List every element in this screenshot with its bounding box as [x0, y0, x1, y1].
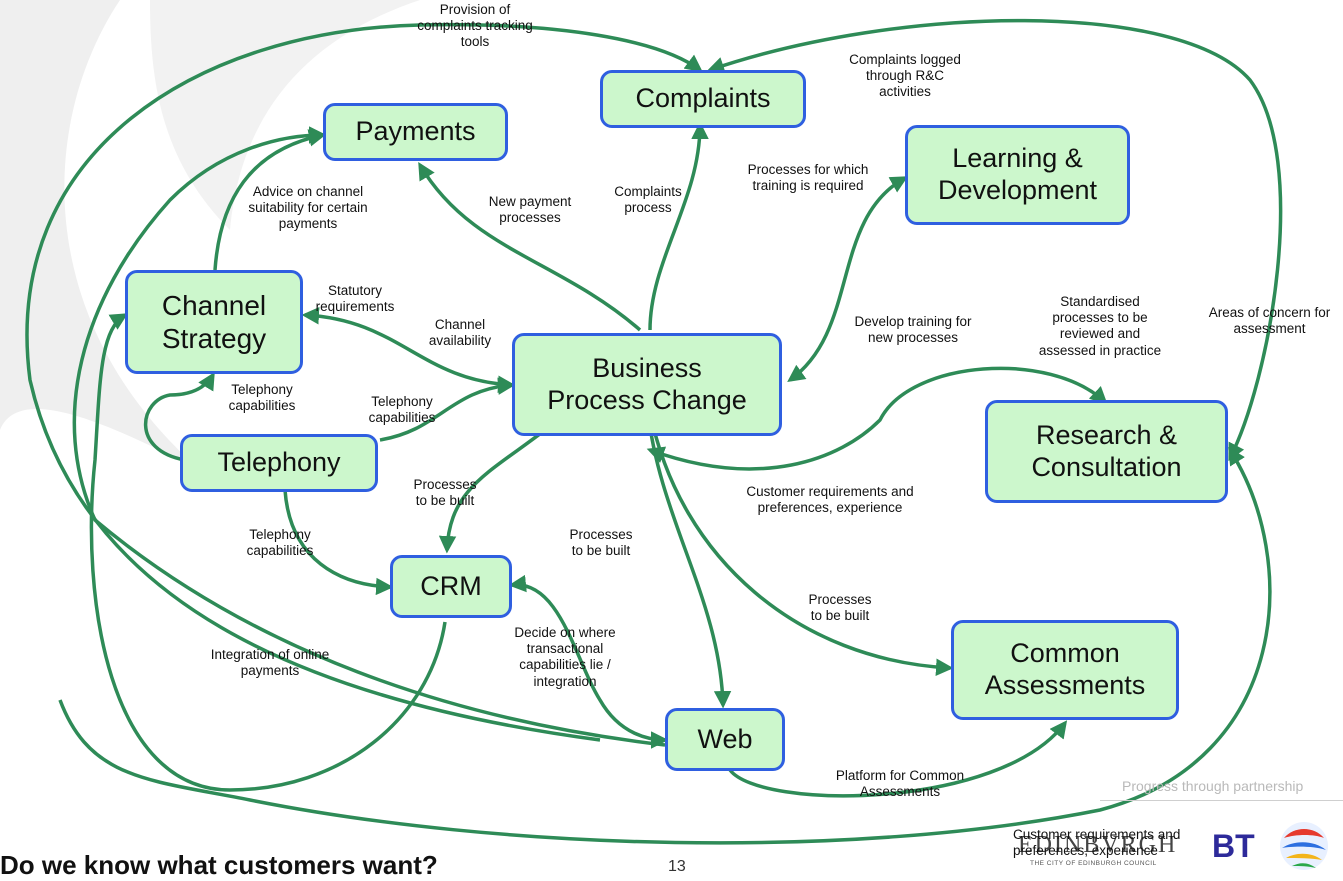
label-platform: Platform for Common Assessments	[835, 768, 965, 800]
node-web[interactable]: Web	[665, 708, 785, 771]
label-provision: Provision of complaints tracking tools	[417, 2, 533, 50]
label-processes-training: Processes for which training is required	[747, 162, 869, 194]
node-business-process-change[interactable]: Business Process Change	[512, 333, 782, 436]
node-common-assessments[interactable]: Common Assessments	[951, 620, 1179, 720]
label-processes-built-3: Processes to be built	[808, 592, 872, 624]
label-channel-availability: Channel availability	[428, 317, 492, 349]
edge-bpc-complaints	[648, 121, 709, 331]
edge-web-common	[728, 720, 1068, 798]
edge-telephony-bpc	[379, 377, 516, 442]
edge-channel-payments	[213, 129, 327, 271]
edge-bpc-learning	[787, 176, 909, 383]
label-new-payment: New payment processes	[488, 194, 572, 226]
node-learning-development[interactable]: Learning & Development	[905, 125, 1130, 225]
label-customer-req-2: Customer requirements and preferences, e…	[1013, 827, 1181, 858]
edge-bpc-payments	[418, 161, 642, 332]
label-integration: Integration of online payments	[210, 647, 330, 679]
node-crm[interactable]: CRM	[390, 555, 512, 618]
label-statutory: Statutory requirements	[315, 283, 395, 315]
label-advice: Advice on channel suitability for certai…	[248, 184, 368, 232]
slide-question: Do we know what customers want?	[0, 850, 438, 880]
edinburgh-logo: EDINBVRGH THE CITY OF EDINBURGH COUNCIL	[1018, 832, 1178, 867]
edge-integration	[72, 126, 666, 747]
node-channel-strategy[interactable]: Channel Strategy	[125, 270, 303, 374]
label-standardised: Standardised processes to be reviewed an…	[1038, 294, 1162, 358]
bt-logo: BT	[1212, 818, 1343, 874]
edge-bpc-web	[640, 408, 732, 709]
label-complaints-logged: Complaints logged through R&C activities	[849, 52, 961, 100]
edge-telephony-channel	[143, 371, 215, 462]
tagline: Progress through partnership	[1122, 778, 1304, 794]
edge-channel-bpc	[301, 307, 516, 393]
edge-crm-web	[508, 574, 669, 749]
edge-crm-channel	[89, 313, 447, 792]
label-develop-training: Develop training for new processes	[854, 314, 972, 346]
tagline-divider	[1100, 800, 1343, 801]
bt-globe-icon	[1280, 822, 1328, 870]
label-processes-built-2: Processes to be built	[569, 527, 633, 559]
label-decide: Decide on where transactional capabiliti…	[514, 625, 616, 689]
label-telephony-cap-1: Telephony capabilities	[228, 382, 296, 414]
page-number: 13	[668, 858, 686, 875]
node-complaints[interactable]: Complaints	[600, 70, 806, 128]
label-processes-built-1: Processes to be built	[413, 477, 477, 509]
label-telephony-cap-2: Telephony capabilities	[368, 394, 436, 426]
node-research-consultation[interactable]: Research & Consultation	[985, 400, 1228, 503]
node-telephony[interactable]: Telephony	[180, 434, 378, 492]
node-payments[interactable]: Payments	[323, 103, 508, 161]
label-telephony-cap-3: Telephony capabilities	[246, 527, 314, 559]
edge-research-bottom	[58, 447, 1272, 845]
edge-complaints-research	[706, 18, 1283, 462]
label-customer-req: Customer requirements and preferences, e…	[746, 484, 914, 516]
label-complaints-process: Complaints process	[614, 184, 682, 216]
edge-provision	[25, 22, 703, 742]
label-areas-concern: Areas of concern for assessment	[1208, 305, 1331, 337]
edge-telephony-crm	[283, 489, 394, 596]
edge-bpc-common	[648, 411, 954, 676]
